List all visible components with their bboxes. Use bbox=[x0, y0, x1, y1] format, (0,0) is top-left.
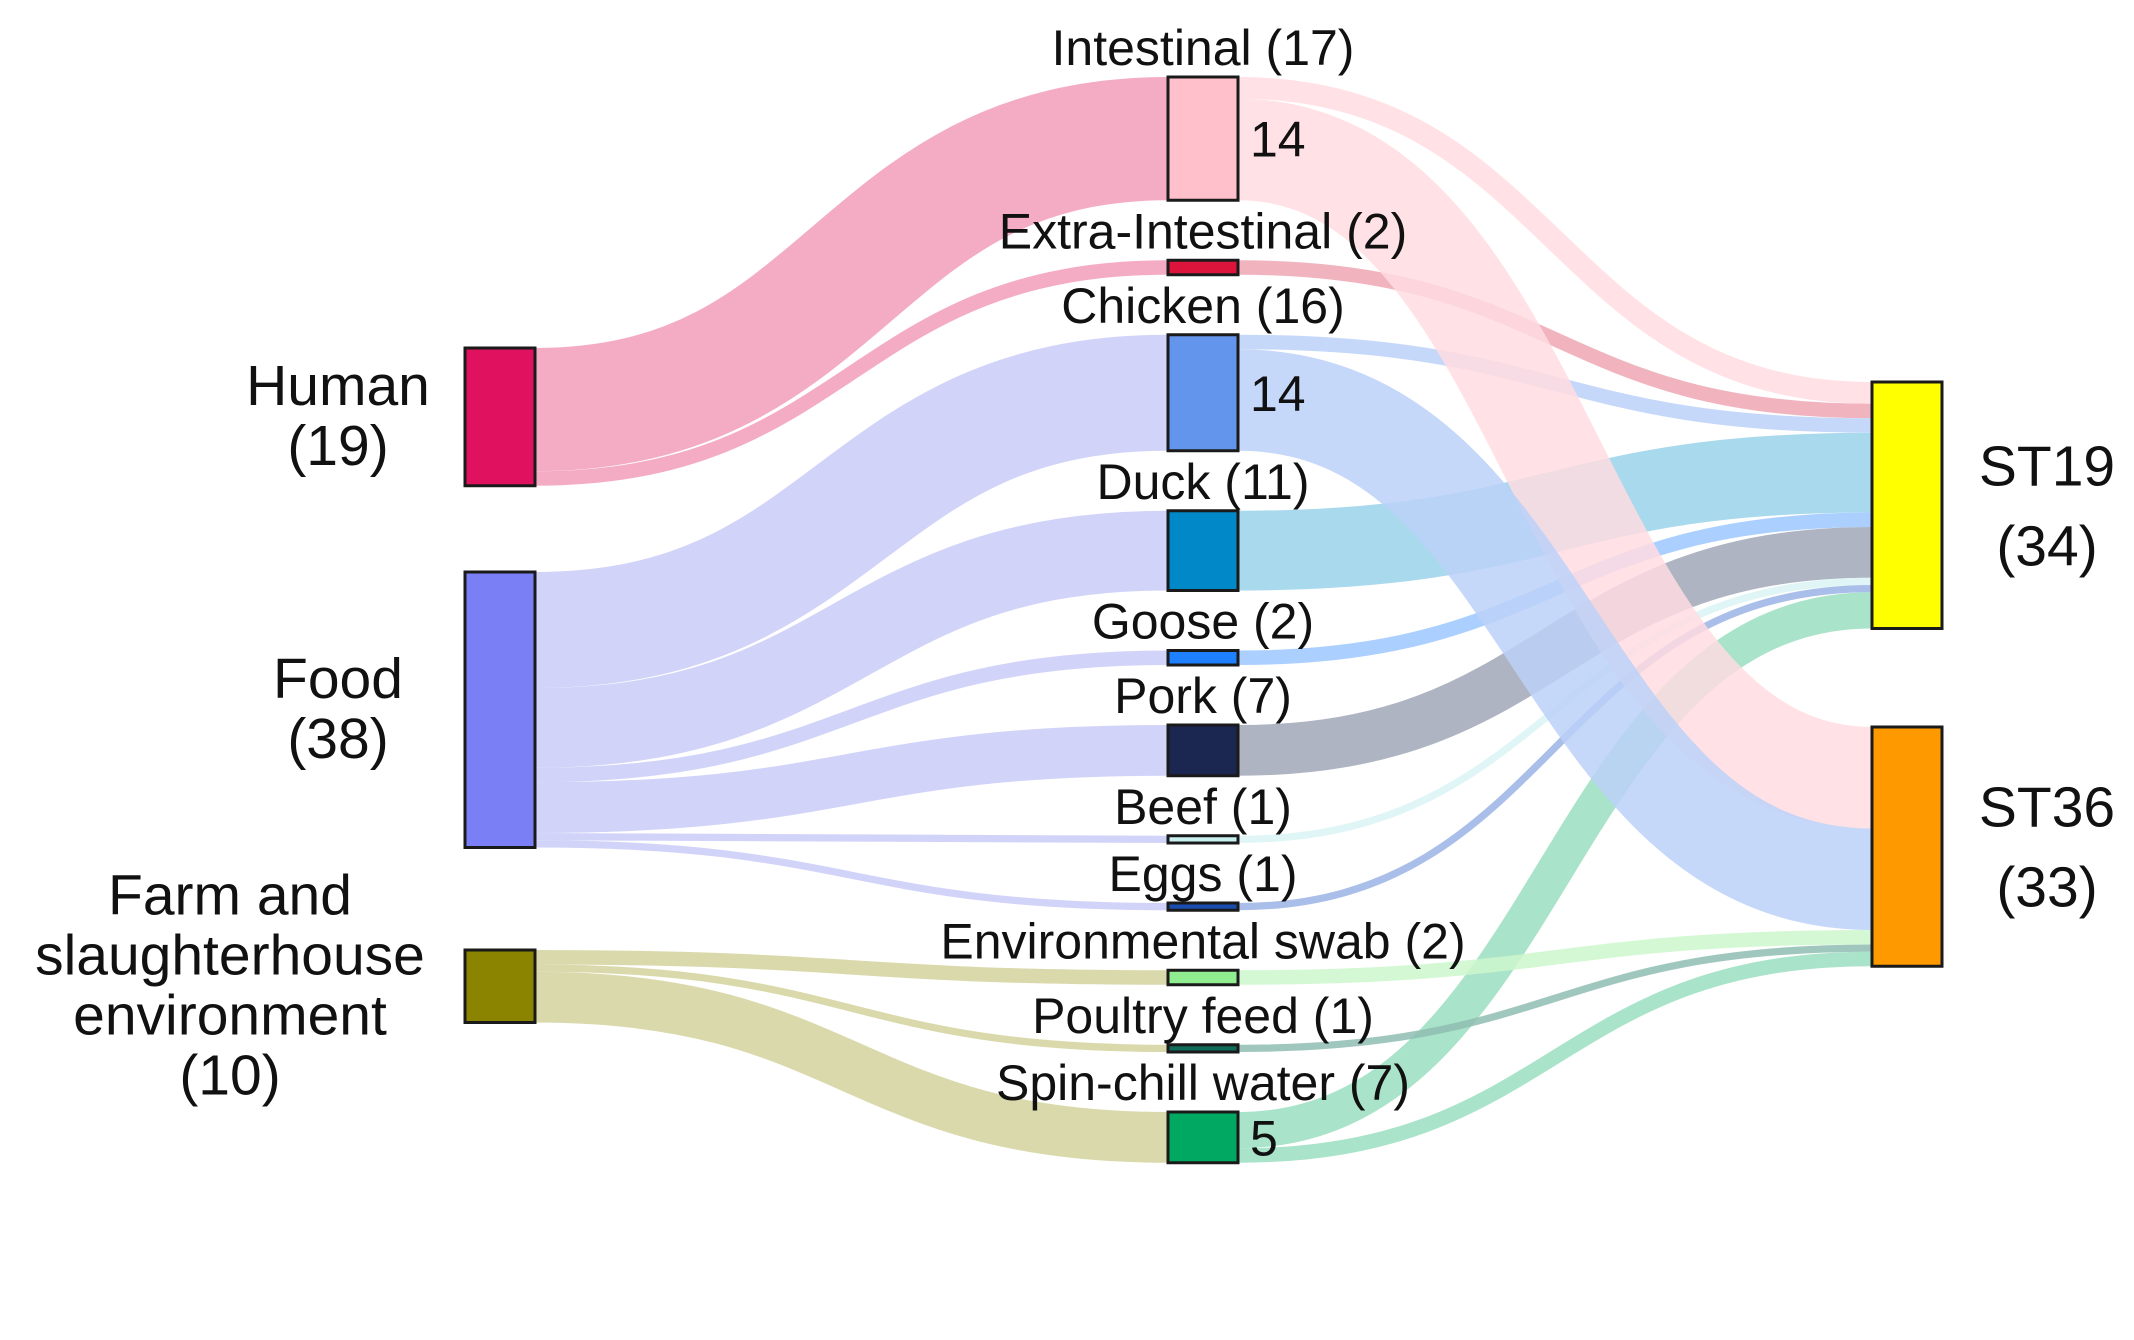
link-farm-to-poultry-feed bbox=[534, 964, 1169, 1053]
sankey-links bbox=[534, 77, 1874, 1163]
node-duck bbox=[1166, 509, 1240, 592]
label-pork: Pork (7) bbox=[1114, 668, 1292, 724]
link-human-to-intestinal bbox=[534, 77, 1169, 472]
label-intestinal: Intestinal (17) bbox=[1052, 20, 1355, 76]
label-beef: Beef (1) bbox=[1114, 779, 1292, 835]
label-farm-line-2: slaughterhouse bbox=[35, 923, 425, 987]
label-poultry-feed: Poultry feed (1) bbox=[1032, 988, 1374, 1044]
node-st36 bbox=[1870, 725, 1944, 968]
sankey-nodes bbox=[463, 75, 1944, 1165]
link-env-swab-to-st36 bbox=[1237, 930, 1873, 985]
node-st19 bbox=[1870, 380, 1944, 630]
label-farm-line-3: environment bbox=[73, 983, 387, 1047]
label-st36-line-1: ST36 bbox=[1979, 776, 2115, 840]
link-human-to-extra-intestinal bbox=[534, 260, 1169, 486]
node-poultry-feed bbox=[1166, 1043, 1240, 1054]
link-farm-to-spin-chill bbox=[534, 971, 1169, 1163]
node-chicken bbox=[1166, 333, 1240, 453]
node-human bbox=[463, 346, 537, 488]
label-chicken: Chicken (16) bbox=[1061, 278, 1344, 334]
link-food-to-pork bbox=[534, 725, 1169, 833]
label-duck: Duck (11) bbox=[1096, 454, 1309, 510]
link-food-to-chicken bbox=[534, 334, 1169, 688]
node-intestinal bbox=[1166, 75, 1240, 202]
label-food-line-2: (38) bbox=[287, 707, 388, 771]
link-food-to-duck bbox=[534, 510, 1169, 768]
label-eggs: Eggs (1) bbox=[1109, 846, 1298, 902]
count-spin-chill: 5 bbox=[1250, 1110, 1278, 1166]
label-farm-line-1: Farm and bbox=[108, 863, 352, 927]
sankey-labels: Human(19) Food(38) Farm andslaughterhousee… bbox=[35, 20, 2115, 1166]
link-intestinal-to-st19 bbox=[1237, 77, 1873, 404]
link-farm-to-env-swab bbox=[534, 950, 1169, 985]
link-eggs-to-st19 bbox=[1237, 585, 1873, 911]
node-food bbox=[463, 570, 537, 849]
label-food-line-1: Food bbox=[273, 647, 403, 711]
label-st19-line-1: ST19 bbox=[1979, 434, 2115, 498]
label-human-line-2: (19) bbox=[287, 414, 388, 478]
label-goose: Goose (2) bbox=[1092, 594, 1314, 650]
label-env-swab: Environmental swab (2) bbox=[940, 913, 1465, 969]
link-poultry-feed-to-st36 bbox=[1237, 944, 1873, 1053]
node-eggs bbox=[1166, 901, 1240, 912]
link-food-to-beef bbox=[534, 833, 1169, 843]
label-farm-line-4: (10) bbox=[179, 1043, 280, 1107]
node-goose bbox=[1166, 649, 1240, 667]
count-chicken: 14 bbox=[1250, 366, 1306, 422]
link-food-to-goose bbox=[534, 650, 1169, 783]
node-farm bbox=[463, 948, 537, 1024]
label-spin-chill: Spin-chill water (7) bbox=[996, 1055, 1410, 1111]
count-intestinal: 14 bbox=[1250, 112, 1306, 168]
label-st36-line-2: (33) bbox=[1996, 856, 2097, 920]
link-food-to-eggs bbox=[534, 840, 1169, 911]
node-env-swab bbox=[1166, 968, 1240, 987]
link-spin-chill-to-st36 bbox=[1237, 951, 1873, 1163]
node-spin-chill bbox=[1166, 1110, 1240, 1165]
link-intestinal-to-st36 bbox=[1236, 98, 1874, 829]
node-beef bbox=[1166, 834, 1240, 845]
label-extra-intestinal: Extra-Intestinal (2) bbox=[999, 203, 1407, 259]
node-extra-intestinal bbox=[1166, 258, 1240, 277]
link-chicken-to-st36 bbox=[1236, 349, 1874, 930]
link-extra-intestinal-to-st19 bbox=[1237, 260, 1873, 419]
label-human-line-1: Human bbox=[246, 354, 430, 418]
node-pork bbox=[1166, 723, 1240, 778]
link-spin-chill-to-st19 bbox=[1237, 592, 1873, 1149]
label-st19-line-2: (34) bbox=[1996, 514, 2097, 578]
